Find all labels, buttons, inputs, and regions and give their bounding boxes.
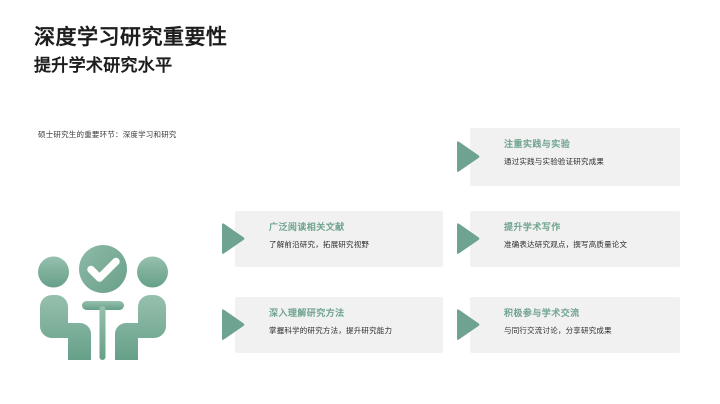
team-approval-illustration <box>28 244 178 360</box>
triangle-right-icon <box>453 222 481 256</box>
page-title: 深度学习研究重要性 <box>34 26 228 49</box>
page-subtitle: 提升学术研究水平 <box>34 55 173 75</box>
info-card-desc: 与同行交流讨论，分享研究成果 <box>504 325 612 335</box>
triangle-right-icon <box>453 140 481 174</box>
info-card-desc: 掌握科学的研究方法，提升研究能力 <box>269 325 393 335</box>
info-card-desc: 通过实践与实验验证研究成果 <box>504 156 605 166</box>
triangle-right-icon <box>218 222 246 256</box>
info-card[interactable]: 注重实践与实验 通过实践与实验验证研究成果 <box>457 128 680 186</box>
info-card-title: 广泛阅读相关文献 <box>269 222 345 232</box>
slide-header: 深度学习研究重要性 提升学术研究水平 <box>34 24 454 77</box>
info-card[interactable]: 广泛阅读相关文献 了解前沿研究，拓展研究视野 <box>222 211 443 267</box>
lead-paragraph: 硕士研究生的重要环节：深度学习和研究 <box>38 129 177 139</box>
info-card-title: 注重实践与实验 <box>504 139 571 149</box>
info-card[interactable]: 提升学术写作 准确表达研究观点，撰写高质量论文 <box>457 211 680 267</box>
triangle-right-icon <box>218 308 246 342</box>
info-card-desc: 准确表达研究观点，撰写高质量论文 <box>504 239 628 249</box>
info-card-title: 提升学术写作 <box>504 222 561 232</box>
info-card-title: 积极参与学术交流 <box>504 308 580 318</box>
info-card-title: 深入理解研究方法 <box>269 308 345 318</box>
triangle-right-icon <box>453 308 481 342</box>
info-card[interactable]: 积极参与学术交流 与同行交流讨论，分享研究成果 <box>457 297 680 353</box>
info-card[interactable]: 深入理解研究方法 掌握科学的研究方法，提升研究能力 <box>222 297 443 353</box>
info-card-desc: 了解前沿研究，拓展研究视野 <box>269 239 370 249</box>
